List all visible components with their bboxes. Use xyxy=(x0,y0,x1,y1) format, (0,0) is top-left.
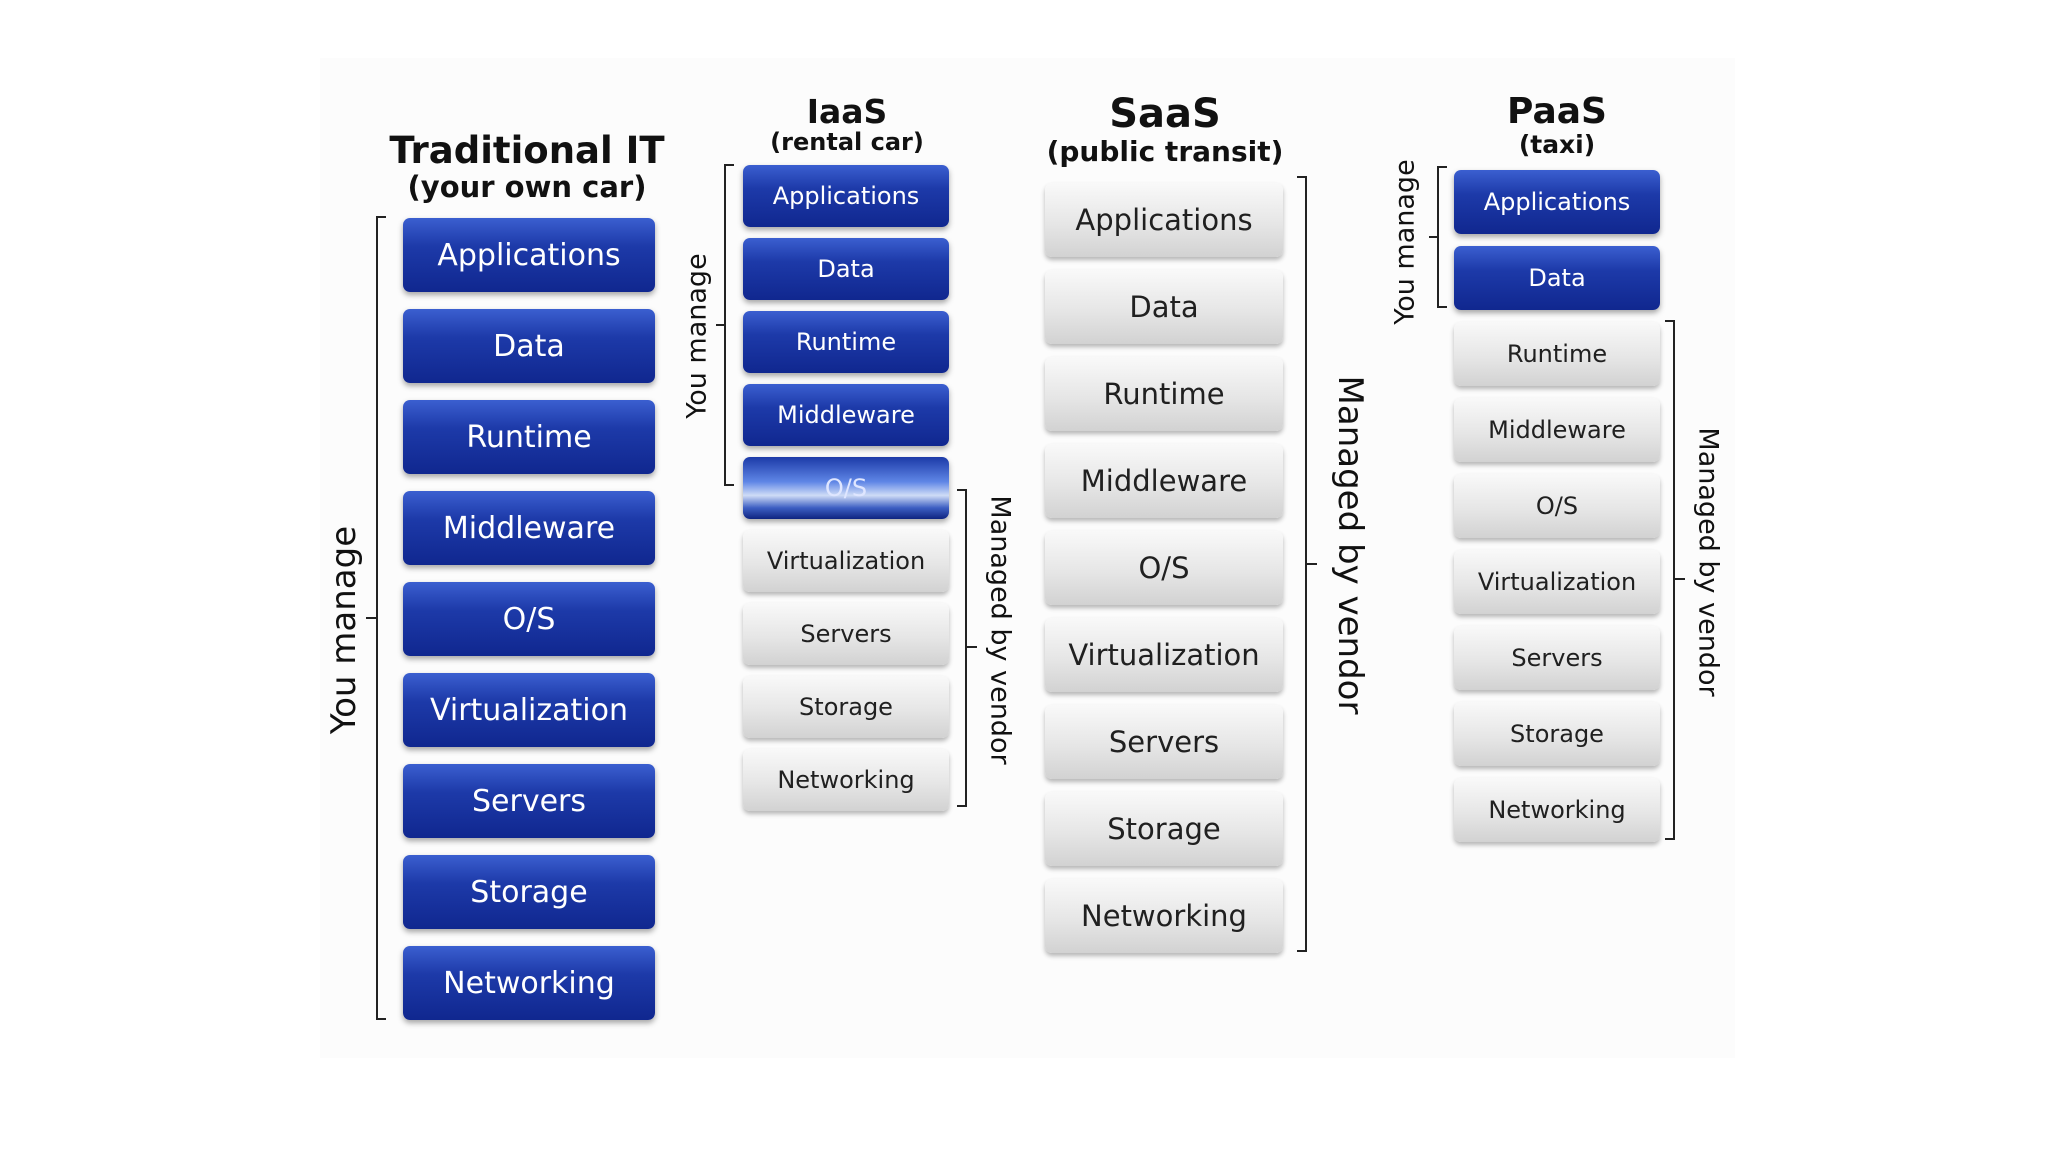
paas-layer-data: Data xyxy=(1454,246,1660,310)
saas-vendor-bracket xyxy=(1297,176,1307,952)
iaas-you-manage-label: You manage xyxy=(681,253,713,419)
paas-layer-servers: Servers xyxy=(1454,626,1660,690)
saas-layer-virtualization: Virtualization xyxy=(1045,618,1283,692)
traditional-layer-applications: Applications xyxy=(403,218,655,292)
iaas-vendor-label: Managed by vendor xyxy=(984,495,1016,765)
iaas-vendor-bracket xyxy=(957,489,967,807)
paas-layer-o-s: O/S xyxy=(1454,474,1660,538)
traditional-layer-networking: Networking xyxy=(403,946,655,1020)
paas-layer-runtime: Runtime xyxy=(1454,322,1660,386)
traditional-subtitle: (your own car) xyxy=(407,170,647,204)
iaas-layer-applications: Applications xyxy=(743,165,949,227)
traditional-title-text: Traditional IT xyxy=(389,129,665,172)
paas-title: PaaS (taxi) xyxy=(1453,91,1661,159)
saas-layer-o-s: O/S xyxy=(1045,531,1283,605)
iaas-vendor-tick xyxy=(967,646,977,648)
traditional-layer-storage: Storage xyxy=(403,855,655,929)
paas-layer-middleware: Middleware xyxy=(1454,398,1660,462)
saas-vendor-tick xyxy=(1307,563,1317,565)
traditional-layer-runtime: Runtime xyxy=(403,400,655,474)
saas-title: SaaS (public transit) xyxy=(1038,94,1292,166)
paas-layer-networking: Networking xyxy=(1454,778,1660,842)
paas-layer-storage: Storage xyxy=(1454,702,1660,766)
iaas-layer-data: Data xyxy=(743,238,949,300)
iaas-subtitle: (rental car) xyxy=(770,128,924,156)
paas-you-manage-tick xyxy=(1429,236,1439,238)
saas-subtitle: (public transit) xyxy=(1046,135,1284,168)
saas-layer-storage: Storage xyxy=(1045,792,1283,866)
paas-vendor-label: Managed by vendor xyxy=(1692,427,1724,697)
paas-title-text: PaaS xyxy=(1507,91,1607,132)
iaas-layer-virtualization: Virtualization xyxy=(743,530,949,592)
paas-vendor-bracket xyxy=(1665,320,1675,840)
iaas-layer-storage: Storage xyxy=(743,676,949,738)
iaas-title-text: IaaS xyxy=(806,92,888,131)
traditional-you-manage-tick xyxy=(366,617,376,619)
traditional-layer-middleware: Middleware xyxy=(403,491,655,565)
iaas-title: IaaS (rental car) xyxy=(742,95,952,154)
saas-layer-applications: Applications xyxy=(1045,183,1283,257)
saas-layer-middleware: Middleware xyxy=(1045,444,1283,518)
iaas-layer-middleware: Middleware xyxy=(743,384,949,446)
saas-layer-servers: Servers xyxy=(1045,705,1283,779)
traditional-layer-o-s: O/S xyxy=(403,582,655,656)
traditional-layer-virtualization: Virtualization xyxy=(403,673,655,747)
paas-subtitle: (taxi) xyxy=(1518,130,1596,159)
paas-vendor-tick xyxy=(1675,578,1685,580)
paas-you-manage-label: You manage xyxy=(1389,159,1421,325)
saas-layer-data: Data xyxy=(1045,270,1283,344)
iaas-layer-networking: Networking xyxy=(743,749,949,811)
traditional-title: Traditional IT (your own car) xyxy=(385,132,669,202)
saas-title-text: SaaS xyxy=(1109,91,1221,137)
traditional-you-manage-bracket xyxy=(376,216,386,1020)
saas-layer-networking: Networking xyxy=(1045,879,1283,953)
iaas-layer-servers: Servers xyxy=(743,603,949,665)
paas-layer-virtualization: Virtualization xyxy=(1454,550,1660,614)
paas-layer-applications: Applications xyxy=(1454,170,1660,234)
saas-vendor-label: Managed by vendor xyxy=(1330,375,1370,715)
traditional-layer-data: Data xyxy=(403,309,655,383)
saas-layer-runtime: Runtime xyxy=(1045,357,1283,431)
iaas-layer-o-s: O/S xyxy=(743,457,949,519)
iaas-layer-runtime: Runtime xyxy=(743,311,949,373)
iaas-you-manage-tick xyxy=(716,324,726,326)
traditional-you-manage-label: You manage xyxy=(324,525,364,735)
traditional-layer-servers: Servers xyxy=(403,764,655,838)
